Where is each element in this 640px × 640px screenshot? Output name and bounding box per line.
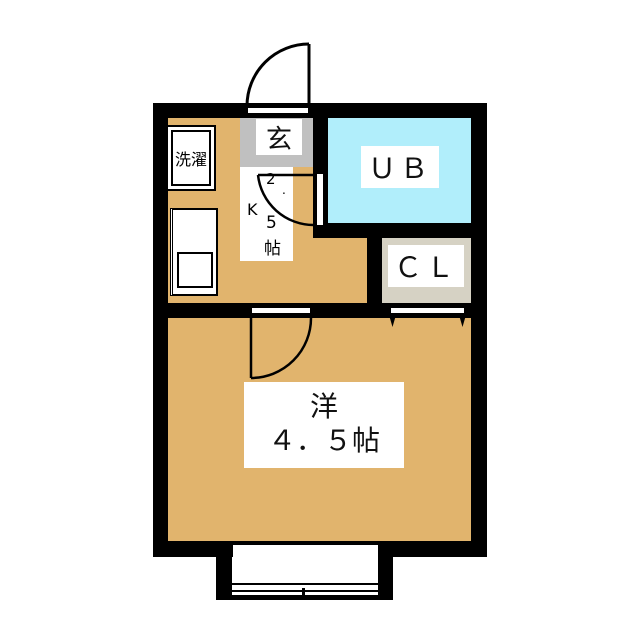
laundry-space: 洗濯 bbox=[166, 125, 216, 191]
closet-door-marks bbox=[389, 315, 466, 327]
western-name: 洋 bbox=[309, 390, 338, 423]
balcony-rail-2 bbox=[232, 590, 378, 592]
room-door-swing bbox=[249, 316, 313, 380]
wall-bottom-under-r bbox=[378, 541, 487, 557]
entrance-door[interactable] bbox=[246, 106, 310, 115]
kitchen-size-1: 2 bbox=[266, 170, 276, 188]
laundry-label: 洗濯 bbox=[171, 130, 211, 186]
balcony-window[interactable] bbox=[232, 545, 378, 597]
kitchen-label-area bbox=[240, 167, 293, 261]
wall-right bbox=[471, 103, 487, 557]
balcony-divider bbox=[302, 588, 305, 600]
western-size: ４．５帖 bbox=[267, 424, 380, 457]
closet-label: ＣＬ bbox=[388, 245, 464, 287]
bath-door-swing bbox=[256, 173, 317, 227]
balcony-rail-1 bbox=[232, 583, 378, 585]
western-label-box: 洋 ４．５帖 bbox=[244, 382, 404, 468]
wall-left bbox=[153, 103, 168, 557]
entrance-label: 玄 bbox=[256, 119, 302, 155]
kitchen-unit: 帖 bbox=[264, 239, 281, 259]
bath-door[interactable] bbox=[315, 172, 325, 227]
entrance-door-swing bbox=[245, 42, 311, 107]
closet-door[interactable] bbox=[389, 306, 466, 315]
kitchen-k: K bbox=[247, 200, 258, 219]
kitchen-sink bbox=[177, 252, 213, 288]
wall-bath-bottom bbox=[313, 223, 487, 238]
kitchen-size-2: 5 bbox=[266, 213, 277, 233]
kitchen-size-dot: . bbox=[282, 183, 286, 197]
bath-label: ＵＢ bbox=[361, 146, 439, 188]
room-door[interactable] bbox=[250, 306, 312, 315]
wall-closet-left bbox=[367, 223, 382, 313]
wall-bottom-under bbox=[153, 541, 233, 557]
